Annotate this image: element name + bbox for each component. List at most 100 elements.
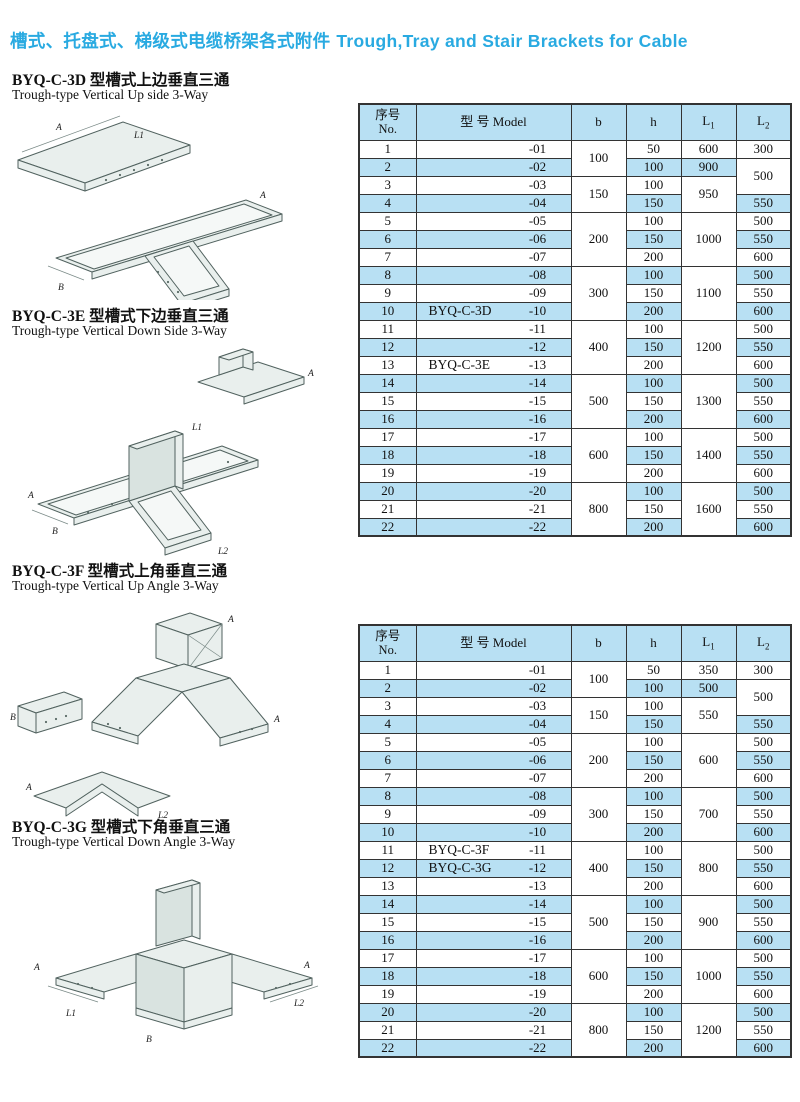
cell-no: 6: [358, 750, 417, 770]
cell-model: -19: [415, 463, 572, 483]
model-suffix: -13: [528, 878, 547, 894]
cell-l2: 500: [735, 157, 792, 195]
cell-h: 100: [625, 175, 682, 195]
cell-model: -09: [415, 804, 572, 824]
cell-no: 9: [358, 283, 417, 303]
model-suffix: -01: [528, 662, 547, 678]
dim-label-a: A: [303, 961, 310, 971]
cell-l2: 500: [735, 786, 792, 806]
model-suffix: -06: [528, 231, 547, 247]
cell-l1: 500: [680, 678, 737, 698]
cell-l2: 550: [735, 966, 792, 986]
cell-model: -22: [415, 1038, 572, 1058]
model-suffix: -09: [528, 285, 547, 301]
model-suffix: -20: [528, 1004, 547, 1020]
cell-l1: 900: [680, 157, 737, 177]
cell-h: 200: [625, 463, 682, 483]
cell-l1: 1100: [680, 265, 737, 321]
dim-label-l1: L1: [133, 131, 144, 141]
cell-h: 150: [625, 714, 682, 734]
cell-model: -11: [415, 319, 572, 339]
cell-b: 100: [570, 660, 627, 698]
cell-l2: 550: [735, 391, 792, 411]
cell-no: 7: [358, 768, 417, 788]
cell-h: 100: [625, 840, 682, 860]
dim-label-a: A: [259, 191, 266, 201]
dim-label-a: A: [27, 491, 34, 501]
cell-model: -08: [415, 265, 572, 285]
dim-label-b: B: [146, 1035, 152, 1045]
technical-drawing-byq-c-3d: A L1 A A B: [17, 115, 283, 300]
cell-l2: 600: [735, 355, 792, 375]
model-suffix: -16: [528, 411, 547, 427]
cell-l2: 550: [735, 1020, 792, 1040]
model-suffix: -02: [528, 680, 547, 696]
cell-l2: 600: [735, 301, 792, 321]
cell-h: 100: [625, 265, 682, 285]
dim-label-a: A: [273, 715, 280, 725]
cell-no: 8: [358, 786, 417, 806]
dim-label-a: A: [25, 783, 32, 793]
cell-h: 150: [625, 445, 682, 465]
cell-l2: 550: [735, 858, 792, 878]
cell-no: 13: [358, 355, 417, 375]
cell-l2: 500: [735, 894, 792, 914]
cell-no: 15: [358, 912, 417, 932]
cell-model: -16: [415, 930, 572, 950]
cell-l2: 500: [735, 678, 792, 716]
cell-model: -06: [415, 229, 572, 249]
model-suffix: -05: [528, 213, 547, 229]
model-suffix: -19: [528, 465, 547, 481]
cell-no: 18: [358, 445, 417, 465]
cell-l2: 550: [735, 912, 792, 932]
cell-h: 100: [625, 894, 682, 914]
model-suffix: -21: [528, 1022, 547, 1038]
cell-no: 18: [358, 966, 417, 986]
cell-l2: 600: [735, 463, 792, 483]
dim-label-a: A: [307, 369, 314, 379]
column-header-b: b: [570, 624, 627, 662]
cell-l2: 550: [735, 499, 792, 519]
cell-l2: 500: [735, 211, 792, 231]
cell-model: -01: [415, 660, 572, 680]
model-name: BYQ-C-3D: [428, 302, 492, 318]
cell-l2: 500: [735, 732, 792, 752]
cell-no: 11: [358, 319, 417, 339]
cell-h: 150: [625, 1020, 682, 1040]
cell-no: 11: [358, 840, 417, 860]
model-suffix: -08: [528, 788, 547, 804]
cell-model: -07: [415, 247, 572, 267]
cell-no: 17: [358, 427, 417, 447]
cell-b: 800: [570, 481, 627, 537]
dim-label-b: B: [52, 527, 58, 537]
model-suffix: -04: [528, 195, 547, 211]
cell-l1: 1600: [680, 481, 737, 537]
cell-no: 10: [358, 822, 417, 842]
cell-l2: 600: [735, 984, 792, 1004]
cell-no: 19: [358, 984, 417, 1004]
cell-no: 16: [358, 930, 417, 950]
cell-l2: 600: [735, 768, 792, 788]
cell-no: 17: [358, 948, 417, 968]
cell-l1: 900: [680, 894, 737, 950]
section-subheading-byq-c-3f: Trough-type Vertical Up Angle 3-Way: [12, 578, 219, 593]
cell-l2: 500: [735, 427, 792, 447]
model-suffix: -19: [528, 986, 547, 1002]
cell-h: 150: [625, 804, 682, 824]
cell-model: -13: [415, 876, 572, 896]
model-suffix: -16: [528, 932, 547, 948]
cell-b: 600: [570, 948, 627, 1004]
model-suffix: -07: [528, 249, 547, 265]
